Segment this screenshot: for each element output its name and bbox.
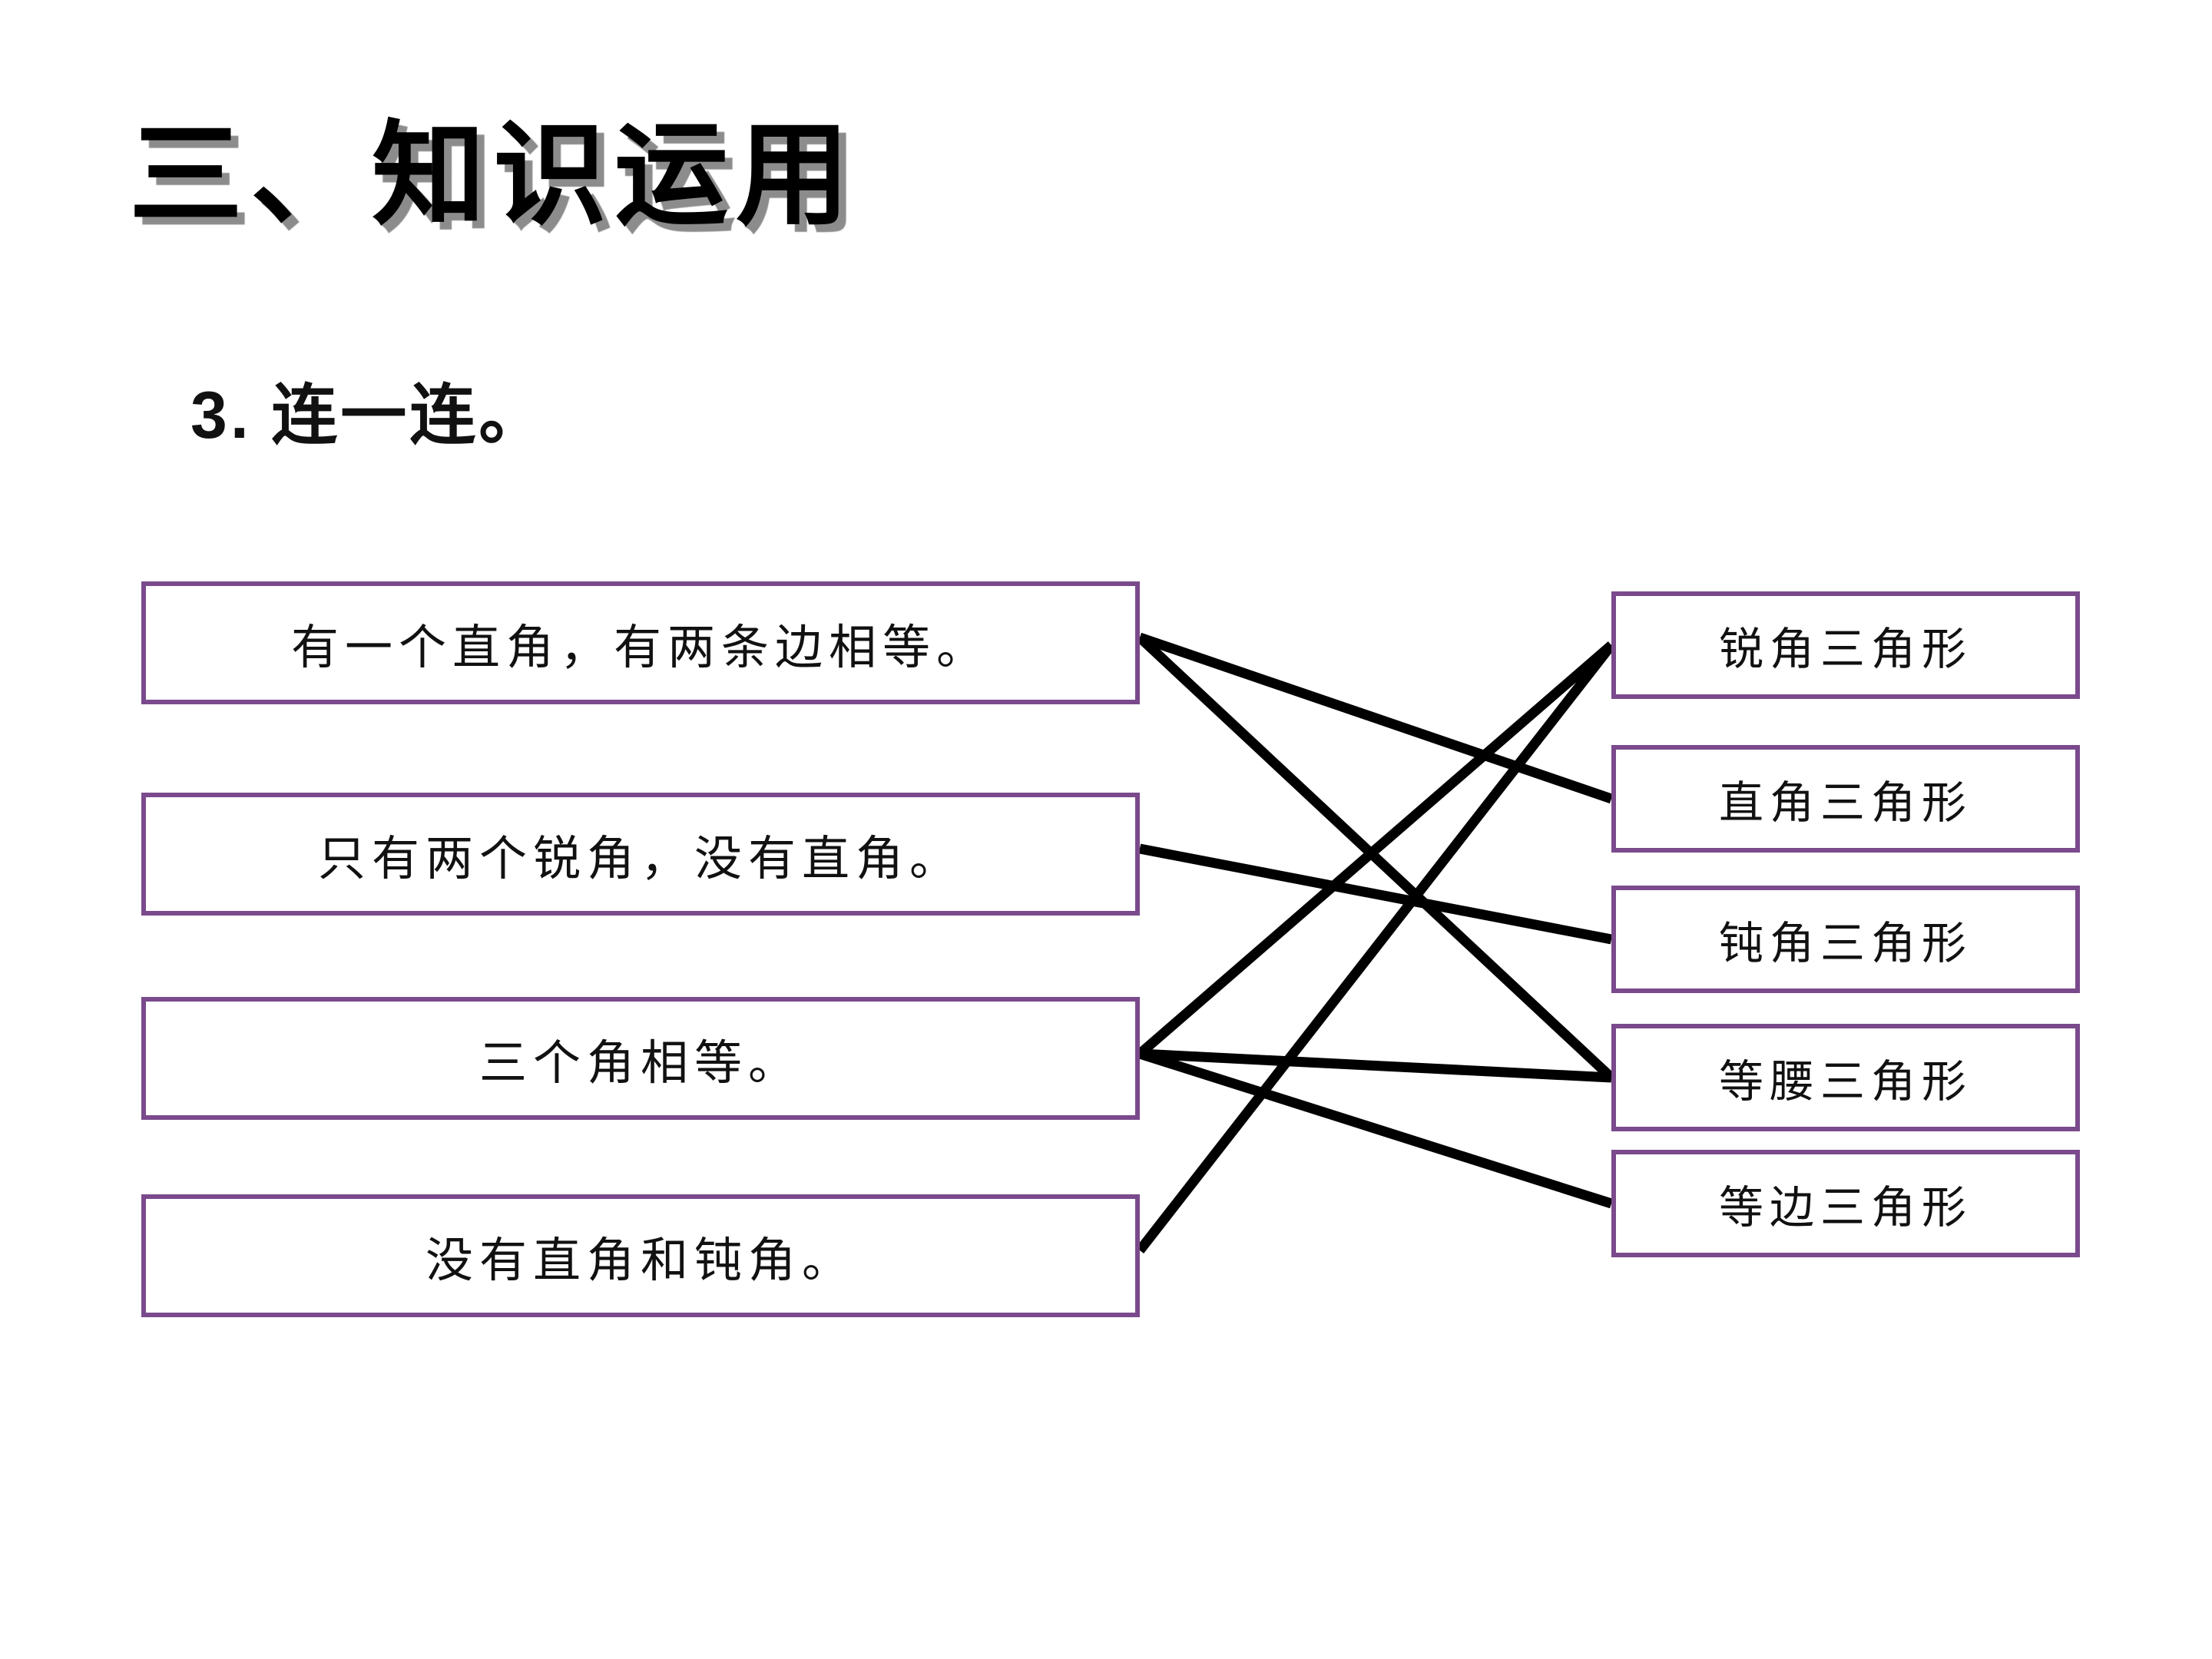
left-option-2-label: 只有两个锐角，没有直角。: [317, 833, 963, 886]
page-title: 三、知识运用: [129, 108, 857, 241]
right-option-1[interactable]: 锐角三角形: [1611, 591, 2080, 699]
right-option-2[interactable]: 直角三角形: [1611, 745, 2080, 853]
left-option-3[interactable]: 三个角相等。: [141, 997, 1140, 1120]
left-option-1-label: 有一个直角，有两条边相等。: [290, 622, 990, 674]
right-option-5[interactable]: 等边三角形: [1611, 1150, 2080, 1257]
connection-line[interactable]: [1136, 634, 1615, 1081]
right-option-5-label: 等边三角形: [1718, 1183, 1972, 1233]
connection-line[interactable]: [1138, 843, 1613, 945]
connection-line[interactable]: [1139, 1048, 1612, 1083]
left-option-3-label: 三个角相等。: [478, 1038, 802, 1090]
right-option-1-label: 锐角三角形: [1718, 624, 1972, 674]
subheading: 3. 连一连。: [190, 361, 548, 457]
right-option-4[interactable]: 等腰三角形: [1611, 1024, 2080, 1131]
right-option-3-label: 钝角三角形: [1718, 919, 1972, 969]
subheading-label: 连一连。: [271, 379, 548, 452]
connection-line[interactable]: [1136, 641, 1615, 1058]
connection-line[interactable]: [1137, 632, 1614, 804]
right-option-4-label: 等腰三角形: [1718, 1057, 1972, 1107]
right-option-2-label: 直角三角形: [1718, 778, 1972, 828]
connection-line[interactable]: [1138, 1048, 1613, 1209]
subheading-number: 3.: [190, 379, 252, 452]
left-option-4-label: 没有直角和钝角。: [425, 1235, 856, 1287]
left-option-2[interactable]: 只有两个锐角，没有直角。: [141, 793, 1140, 916]
left-option-1[interactable]: 有一个直角，有两条边相等。: [141, 581, 1140, 704]
left-option-4[interactable]: 没有直角和钝角。: [141, 1194, 1140, 1317]
connection-line[interactable]: [1135, 642, 1616, 1253]
right-option-3[interactable]: 钝角三角形: [1611, 886, 2080, 993]
